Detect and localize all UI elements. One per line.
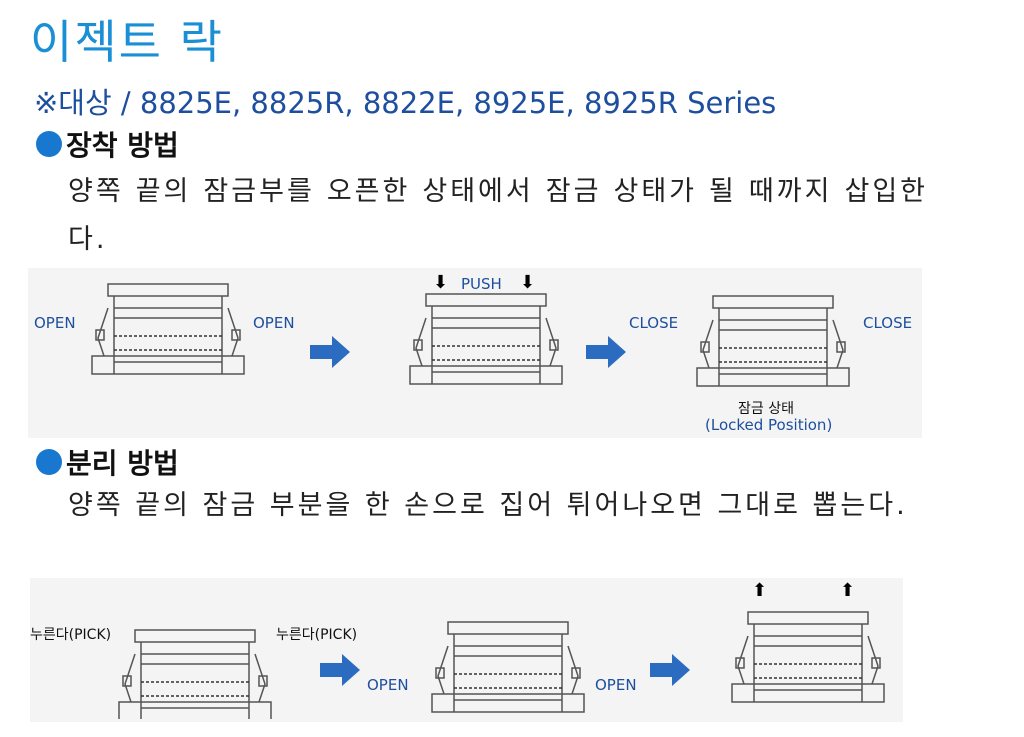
locked-label-en: (Locked Position) bbox=[705, 416, 833, 434]
page-title: 이젝트 락 bbox=[30, 15, 224, 69]
install-text: 양쪽 끝의 잠금부를 오픈한 상태에서 잠금 상태가 될 때까지 삽입한다. bbox=[68, 176, 928, 255]
connector-removed-drawing bbox=[731, 611, 885, 703]
open-label-left: OPEN bbox=[34, 314, 76, 332]
remove-text: 양쪽 끝의 잠금 부분을 한 손으로 집어 튀어나오면 그대로 뽑는다. bbox=[68, 490, 908, 521]
arrow-right-icon bbox=[650, 654, 690, 686]
locked-label-ko: 잠금 상태 bbox=[738, 401, 794, 417]
arrow-up-icon: ⬆ bbox=[840, 580, 856, 601]
arrow-right-icon bbox=[586, 336, 626, 368]
connector-ejected-drawing bbox=[431, 621, 585, 713]
arrow-down-icon: ⬇ bbox=[433, 272, 449, 293]
install-heading: 장착 방법 bbox=[36, 124, 179, 164]
close-label-right: CLOSE bbox=[863, 314, 913, 332]
arrow-right-icon bbox=[320, 654, 360, 686]
connector-open-drawing bbox=[91, 283, 245, 375]
open-label-left: OPEN bbox=[367, 676, 409, 694]
remove-heading: 분리 방법 bbox=[36, 442, 179, 482]
pick-label-left: 누른다(PICK) bbox=[30, 627, 112, 643]
pick-label-right: 누른다(PICK) bbox=[276, 627, 358, 643]
install-diagram: OPEN OPEN PUSH ⬇ ⬇ CLOSE CLOSE 잠금 상태 (Lo… bbox=[28, 268, 922, 438]
connector-pick-drawing bbox=[118, 629, 272, 719]
connector-push-drawing bbox=[409, 293, 563, 385]
install-heading-text: 장착 방법 bbox=[66, 129, 179, 162]
push-label: PUSH bbox=[461, 275, 502, 293]
arrow-down-icon: ⬇ bbox=[520, 272, 536, 293]
arrow-up-icon: ⬆ bbox=[752, 580, 768, 601]
connector-locked-drawing bbox=[696, 295, 850, 387]
bullet-icon bbox=[36, 131, 62, 157]
remove-heading-text: 분리 방법 bbox=[66, 447, 179, 480]
arrow-right-icon bbox=[310, 336, 350, 368]
close-label-left: CLOSE bbox=[629, 314, 679, 332]
open-label-right: OPEN bbox=[253, 314, 295, 332]
target-series: ※대상 / 8825E, 8825R, 8822E, 8925E, 8925R … bbox=[34, 86, 777, 120]
open-label-right: OPEN bbox=[595, 676, 637, 694]
bullet-icon bbox=[36, 449, 62, 475]
remove-diagram: 누른다(PICK) 누른다(PICK) OPEN OPEN ⬆ ⬆ bbox=[30, 578, 903, 722]
